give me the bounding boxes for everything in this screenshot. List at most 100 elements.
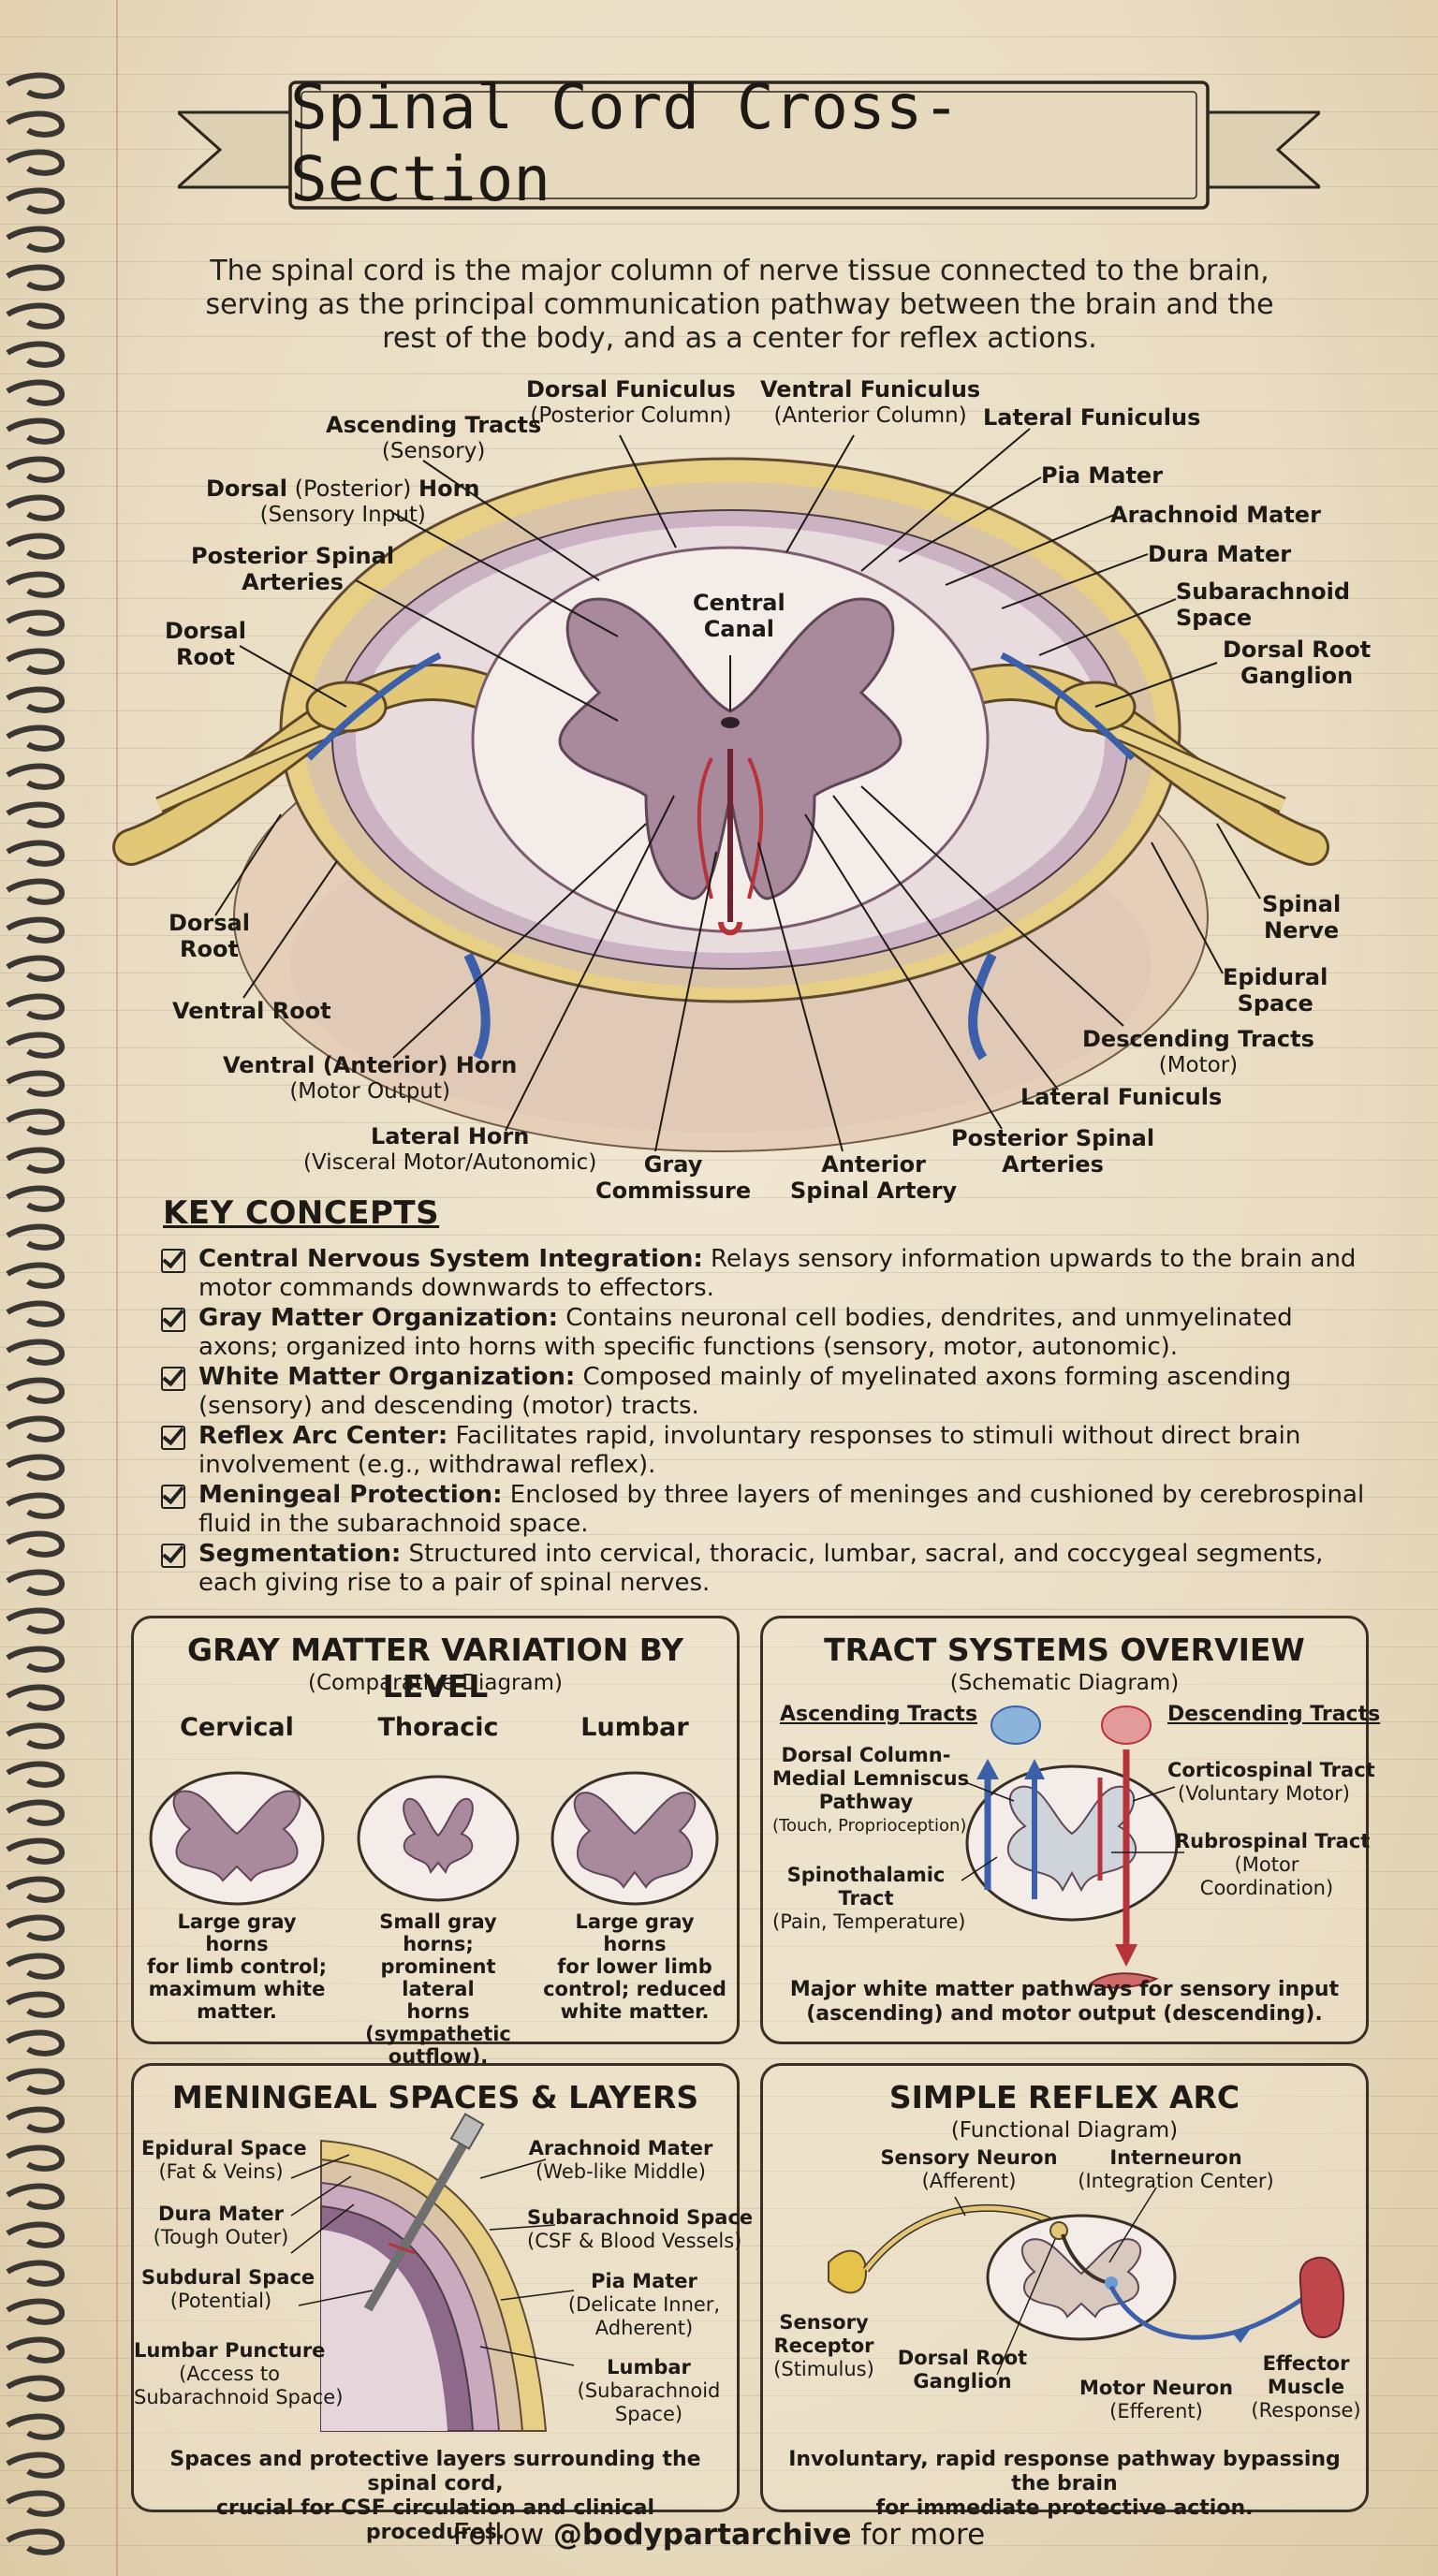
spiral-coil — [6, 456, 65, 483]
reflex-caption: Involuntary, rapid response pathway bypa… — [788, 2448, 1341, 2520]
label-dorsal-horn: Dorsal (Posterior) Horn(Sensory Input) — [206, 476, 480, 527]
tract-schematic — [961, 1705, 1184, 1989]
spiral-coil — [6, 1569, 65, 1596]
spiral-coil — [6, 878, 65, 905]
leader-line — [654, 851, 717, 1152]
social-handle-link[interactable]: @bodypartarchive — [552, 2518, 852, 2552]
label-subarachnoid-space: Subarachnoid Space(CSF & Blood Vessels) — [527, 2206, 754, 2252]
spiral-coil — [6, 2336, 65, 2364]
label-dorsal-funiculus: Dorsal Funiculus(Posterior Column) — [526, 376, 736, 428]
key-concepts-heading: KEY CONCEPTS — [163, 1194, 440, 1232]
spiral-coil — [6, 2029, 65, 2056]
leader-line — [785, 434, 855, 553]
label-arachnoid-mater: Arachnoid Mater — [1110, 502, 1321, 528]
checkbox-icon — [161, 1544, 185, 1568]
label-pia-mater: Pia Mater — [1041, 462, 1164, 489]
label-arachnoid-mater: Arachnoid Mater(Web-like Middle) — [528, 2137, 713, 2183]
spiral-coil — [6, 2528, 65, 2555]
spiral-coil — [6, 1914, 65, 1941]
spiral-coil — [6, 1339, 65, 1366]
label-lateral-funiculus: Lateral Funiculus — [983, 404, 1201, 431]
spiral-coil — [6, 2413, 65, 2440]
spiral-coil — [6, 1722, 65, 1749]
spiral-coil — [6, 1607, 65, 1634]
spiral-coil — [6, 1799, 65, 1826]
label-sensory-neuron: Sensory Neuron(Afferent) — [880, 2146, 1058, 2192]
label-ventral-funiculus: Ventral Funiculus(Anterior Column) — [760, 376, 981, 428]
spiral-coil — [6, 2298, 65, 2325]
spiral-coil — [6, 1837, 65, 1865]
level-label-thoracic: Thoracic — [377, 1713, 499, 1742]
page-title: Spinal Cord Cross-Section — [290, 71, 961, 215]
spiral-coil — [6, 955, 65, 982]
leader-line — [214, 813, 282, 916]
spiral-coil — [6, 686, 65, 713]
spiral-coil — [6, 341, 65, 368]
key-concepts-list: Central Nervous System Integration: Rela… — [159, 1245, 1376, 1599]
spiral-coil — [6, 801, 65, 828]
spiral-coil — [6, 187, 65, 214]
label-ascending-tracts: Ascending Tracts(Sensory) — [326, 412, 542, 463]
panel-title: TRACT SYSTEMS OVERVIEW — [824, 1632, 1305, 1668]
checkbox-icon — [161, 1485, 185, 1509]
meningeal-caption: Spaces and protective layers surrounding… — [169, 2448, 701, 2544]
spiral-coil — [6, 1646, 65, 1673]
key-concept-item: White Matter Organization: Composed main… — [159, 1363, 1376, 1421]
spiral-coil — [6, 1300, 65, 1327]
checkbox-icon — [161, 1426, 185, 1450]
spiral-coil — [6, 993, 65, 1020]
leader-line — [898, 476, 1042, 563]
spiral-coil — [6, 1223, 65, 1251]
leader-line — [1216, 823, 1261, 900]
leader-line — [242, 860, 338, 999]
spiral-coil — [6, 110, 65, 138]
spiral-coil — [6, 494, 65, 521]
leader-line — [355, 579, 619, 722]
leader-line — [239, 645, 347, 708]
leader-line — [757, 842, 844, 1152]
spiral-coil — [6, 2068, 65, 2095]
key-concept-item: Gray Matter Organization: Contains neuro… — [159, 1304, 1376, 1362]
spiral-coil — [6, 609, 65, 637]
checkbox-icon — [161, 1249, 185, 1273]
spiral-coil — [6, 1492, 65, 1519]
checkbox-icon — [161, 1308, 185, 1332]
spiral-coil — [6, 1262, 65, 1289]
spiral-coil — [6, 2183, 65, 2210]
spiral-coil — [6, 1032, 65, 1059]
notebook-margin-line — [116, 0, 118, 2576]
descending-tracts-heading: Descending Tracts — [1167, 1703, 1381, 1726]
label-interneuron: Interneuron(Integration Center) — [1078, 2146, 1274, 2192]
label-descending-tracts: Descending Tracts(Motor) — [1082, 1026, 1314, 1077]
leader-line — [392, 823, 647, 1059]
spiral-coil — [6, 1377, 65, 1404]
leader-line — [1001, 553, 1149, 609]
spiral-coil — [6, 2375, 65, 2402]
spiral-binding — [6, 72, 65, 2555]
spiral-coil — [6, 149, 65, 176]
key-concept-item: Reflex Arc Center: Facilitates rapid, in… — [159, 1422, 1376, 1480]
leader-line — [832, 795, 1059, 1090]
panel-title: SIMPLE REFLEX ARC — [888, 2079, 1240, 2115]
panel-subtitle: (Functional Diagram) — [950, 2118, 1179, 2143]
key-concept-item: Segmentation: Structured into cervical, … — [159, 1540, 1376, 1598]
spiral-coil — [6, 1761, 65, 1788]
leader-line — [1094, 662, 1218, 708]
spiral-coil — [6, 1530, 65, 1558]
spiral-coil — [6, 916, 65, 944]
panel-title: GRAY MATTER VARIATION BY LEVEL — [187, 1632, 683, 1705]
label-ventral-root: Ventral Root — [172, 998, 331, 1024]
leader-line — [1151, 842, 1224, 974]
